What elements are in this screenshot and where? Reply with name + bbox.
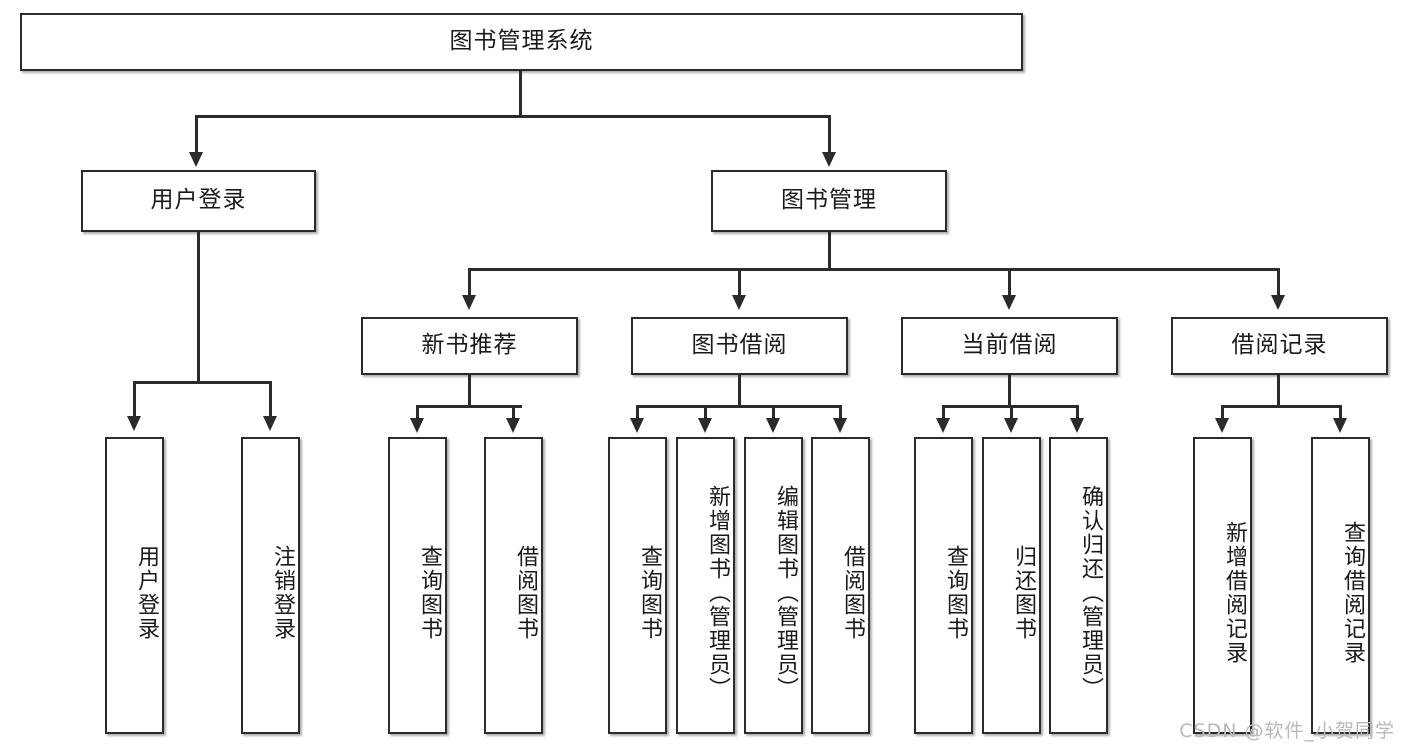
node-label: 新增图书（管理员） <box>705 484 730 701</box>
edge-new-book-recommend-bus <box>416 405 522 408</box>
node-label: 图书管理 <box>781 187 877 214</box>
edge-user-login-bus <box>133 381 271 384</box>
edge-cb-to-leaf-2 <box>1010 405 1013 419</box>
edge-current-borrow-stem <box>1008 375 1011 407</box>
edge-to-book-borrow <box>738 268 741 296</box>
edge-cb-to-leaf-3 <box>1076 405 1079 419</box>
edge-root-stem <box>519 71 522 117</box>
edge-new-book-recommend-stem <box>468 375 471 407</box>
node-label: 查询图书 <box>637 544 662 641</box>
edge-root-to-user-login <box>195 115 198 153</box>
arrowhead-nbr-leaf-2 <box>506 418 520 433</box>
node-label: 借阅记录 <box>1231 332 1328 359</box>
edge-bb-to-leaf-4 <box>839 405 842 419</box>
arrowhead-bb-leaf-3 <box>766 418 780 433</box>
leaf-br-add-record[interactable]: 新增借阅记录 <box>1193 437 1252 734</box>
node-label: 查询借阅记录 <box>1340 520 1365 665</box>
edge-to-borrow-record <box>1277 268 1280 296</box>
node-label: 用户登录 <box>150 187 247 214</box>
edge-nbr-to-leaf-1 <box>416 405 419 419</box>
edge-book-borrow-bus <box>636 405 842 408</box>
arrowhead-br-leaf-1 <box>1215 418 1229 433</box>
node-borrow-record[interactable]: 借阅记录 <box>1171 317 1388 375</box>
edge-user-login-stem <box>197 232 200 384</box>
node-label: 查询图书 <box>417 544 442 641</box>
edge-book-management-bus <box>468 268 1280 271</box>
leaf-logout[interactable]: 注销登录 <box>241 437 300 734</box>
arrowhead-book-management <box>822 152 836 167</box>
arrowhead-nbr-leaf-1 <box>410 418 424 433</box>
node-book-management[interactable]: 图书管理 <box>711 170 947 232</box>
edge-user-login-to-leaf-1 <box>133 381 136 417</box>
edge-book-borrow-stem <box>738 375 741 407</box>
edge-to-new-book-recommend <box>468 268 471 296</box>
leaf-cb-confirm-return-admin[interactable]: 确认归还（管理员） <box>1049 437 1108 734</box>
node-new-book-recommend[interactable]: 新书推荐 <box>361 317 578 375</box>
arrowhead-bb-leaf-4 <box>833 418 847 433</box>
leaf-cb-query-book[interactable]: 查询图书 <box>914 437 973 734</box>
arrowhead-new-book-recommend <box>462 295 476 310</box>
node-label: 新书推荐 <box>421 332 518 359</box>
node-label: 查询图书 <box>943 544 968 641</box>
edge-bb-to-leaf-3 <box>772 405 775 419</box>
arrowhead-book-borrow <box>732 295 746 310</box>
arrowhead-current-borrow <box>1002 295 1016 310</box>
node-label: 新增借阅记录 <box>1222 520 1247 665</box>
leaf-nbr-query-book[interactable]: 查询图书 <box>388 437 447 734</box>
node-label: 编辑图书（管理员） <box>773 484 798 701</box>
edge-bb-to-leaf-1 <box>636 405 639 419</box>
edge-root-to-book-management <box>828 115 831 153</box>
arrowhead-bb-leaf-1 <box>630 418 644 433</box>
arrowhead-leaf-logout <box>263 416 277 431</box>
leaf-cb-return-book[interactable]: 归还图书 <box>982 437 1041 734</box>
leaf-bb-edit-book-admin[interactable]: 编辑图书（管理员） <box>744 437 803 734</box>
node-label: 确认归还（管理员） <box>1078 484 1103 701</box>
arrowhead-br-leaf-2 <box>1333 418 1347 433</box>
edge-root-bus <box>195 115 831 118</box>
leaf-br-query-record[interactable]: 查询借阅记录 <box>1311 437 1370 734</box>
edge-br-to-leaf-1 <box>1221 405 1224 419</box>
edge-br-to-leaf-2 <box>1339 405 1342 419</box>
leaf-user-login[interactable]: 用户登录 <box>105 437 164 734</box>
edge-borrow-record-stem <box>1277 375 1280 407</box>
node-label: 图书借阅 <box>691 332 788 359</box>
arrowhead-cb-leaf-2 <box>1004 418 1018 433</box>
edge-cb-to-leaf-1 <box>942 405 945 419</box>
leaf-nbr-borrow-book[interactable]: 借阅图书 <box>484 437 543 734</box>
edge-borrow-record-bus <box>1221 405 1341 408</box>
node-label: 当前借阅 <box>961 332 1058 359</box>
arrowhead-bb-leaf-2 <box>698 418 712 433</box>
arrowhead-cb-leaf-1 <box>936 418 950 433</box>
arrowhead-user-login <box>189 152 203 167</box>
node-label: 图书管理系统 <box>449 28 594 55</box>
node-current-borrow[interactable]: 当前借阅 <box>901 317 1118 375</box>
edge-user-login-to-leaf-2 <box>269 381 272 417</box>
node-label: 注销登录 <box>270 544 295 641</box>
node-label: 借阅图书 <box>840 544 865 641</box>
edge-nbr-to-leaf-2 <box>512 405 515 419</box>
node-label: 用户登录 <box>134 544 159 641</box>
edge-book-management-stem <box>828 232 831 270</box>
node-label: 借阅图书 <box>513 544 538 641</box>
edge-bb-to-leaf-2 <box>704 405 707 419</box>
node-user-login[interactable]: 用户登录 <box>81 170 316 232</box>
arrowhead-cb-leaf-3 <box>1070 418 1084 433</box>
arrowhead-leaf-user-login <box>127 416 141 431</box>
leaf-bb-query-book[interactable]: 查询图书 <box>608 437 667 734</box>
leaf-bb-borrow-book[interactable]: 借阅图书 <box>811 437 870 734</box>
edge-to-current-borrow <box>1008 268 1011 296</box>
arrowhead-borrow-record <box>1271 295 1285 310</box>
leaf-bb-add-book-admin[interactable]: 新增图书（管理员） <box>676 437 735 734</box>
node-book-borrow[interactable]: 图书借阅 <box>631 317 848 375</box>
node-label: 归还图书 <box>1011 544 1036 641</box>
node-root-book-management-system[interactable]: 图书管理系统 <box>20 13 1023 71</box>
